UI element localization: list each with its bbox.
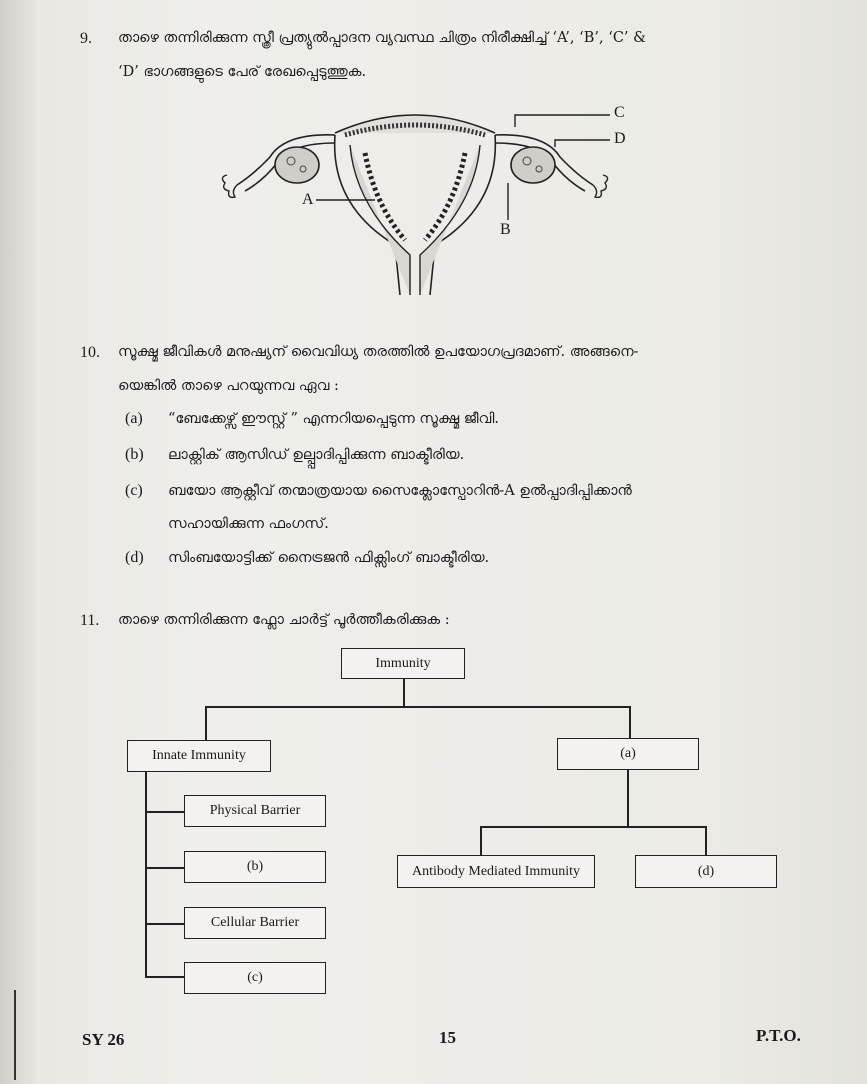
flow-connector [145, 923, 185, 925]
flow-box-a: (a) [557, 738, 699, 770]
option-b-text: ലാക്റ്റിക് ആസിഡ് ഉല്പ്പാദിപ്പിക്കുന്ന ബാ… [168, 447, 465, 463]
flow-connector [145, 772, 147, 977]
flow-connector [145, 976, 185, 978]
flow-connector [629, 706, 631, 738]
option-d-letter: (d) [125, 549, 144, 566]
flow-connector [705, 826, 707, 856]
option-b-letter: (b) [125, 446, 144, 463]
flow-connector [205, 706, 630, 708]
flow-box-antibody-mediated-immunity: Antibody Mediated Immunity [397, 855, 595, 888]
flow-box-b: (b) [184, 851, 326, 883]
flow-connector [480, 826, 706, 828]
flow-connector [145, 811, 185, 813]
flow-box-d: (d) [635, 855, 777, 888]
flow-connector [205, 706, 207, 741]
option-c-text-line2: സഹായിക്കുന്ന ഫംഗസ്. [168, 516, 329, 532]
label-d: D [614, 130, 626, 147]
question-9-number: 9. [80, 30, 92, 47]
option-a-letter: (a) [125, 410, 143, 427]
question-9-line2: ‘D’ ഭാഗങ്ങളുടെ പേര് രേഖപ്പെടുത്തുക. [118, 64, 367, 80]
option-a-text: “ബേക്കേഴ്സ് ഈസ്റ്റ് ” എന്നറിയപ്പെടുന്ന സ… [168, 411, 499, 427]
option-d-text: സിംബയോട്ടിക്ക് നൈട്രജൻ ഫിക്സിംഗ് ബാക്ടീര… [168, 550, 490, 566]
label-b: B [500, 221, 511, 238]
flow-box-immunity: Immunity [341, 648, 465, 679]
question-11-text: താഴെ തന്നിരിക്കുന്ന ഫ്ലോ ചാർട്ട് പൂർത്തീ… [118, 612, 450, 628]
page-edge-mark [14, 990, 16, 1080]
label-c: C [614, 104, 625, 121]
please-turn-over: P.T.O. [756, 1026, 801, 1045]
question-10-number: 10. [80, 344, 100, 361]
reproductive-system-diagram [221, 114, 610, 295]
page-number: 15 [439, 1028, 456, 1047]
paper-code: SY 26 [82, 1030, 125, 1049]
flow-box-cellular-barrier: Cellular Barrier [184, 907, 326, 939]
flow-connector [627, 770, 629, 827]
option-c-text: ബയോ ആക്റ്റീവ് തന്മാത്രയായ സൈക്ലോസ്പോറിൻ-… [168, 483, 632, 499]
flow-box-c: (c) [184, 962, 326, 994]
question-10-line2: യെങ്കിൽ താഴെ പറയുന്നവ ഏവ : [118, 378, 339, 394]
flow-connector [480, 826, 482, 856]
question-10-line1: സൂക്ഷ്മ ജീവികൾ മനുഷ്യന് വൈവിധ്യ തരത്തിൽ … [118, 344, 639, 360]
question-11-number: 11. [80, 612, 100, 629]
question-9-line1: താഴെ തന്നിരിക്കുന്ന സ്ത്രീ പ്രത്യുൽപ്പാദ… [118, 30, 647, 46]
flow-box-physical-barrier: Physical Barrier [184, 795, 326, 827]
flow-connector [145, 867, 185, 869]
label-a: A [302, 191, 314, 208]
flow-box-innate-immunity: Innate Immunity [127, 740, 271, 772]
option-c-letter: (c) [125, 482, 143, 499]
flow-connector [403, 679, 405, 707]
